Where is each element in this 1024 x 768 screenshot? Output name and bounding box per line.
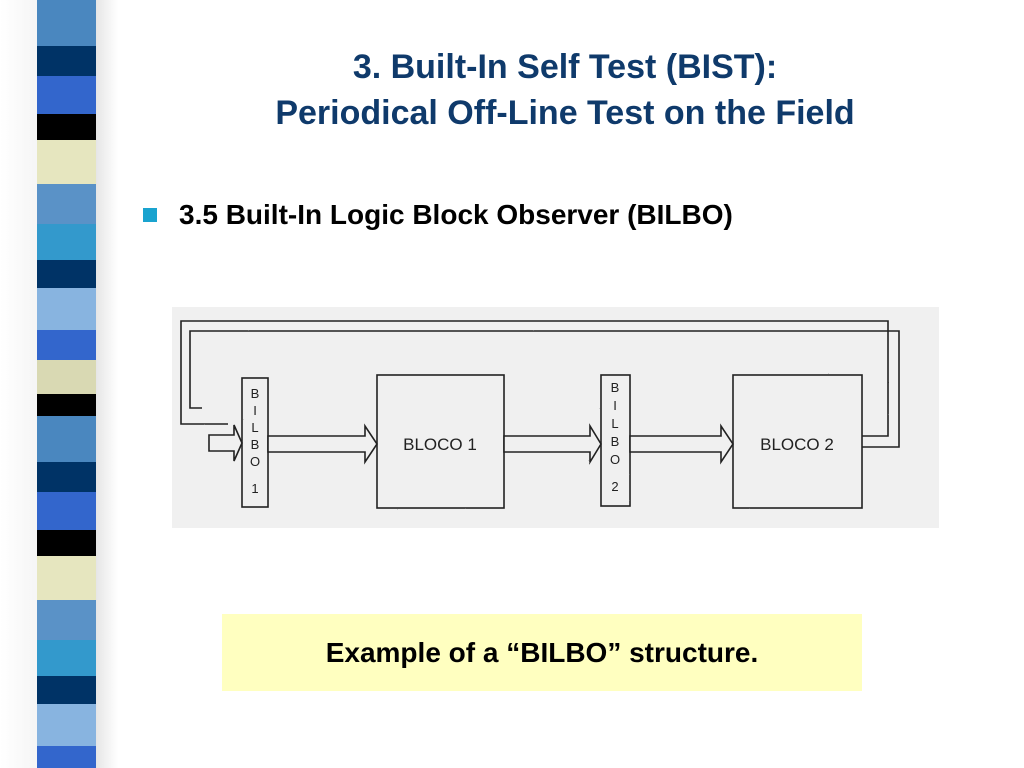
bullet-item: 3.5 Built-In Logic Block Observer (BILBO… bbox=[143, 195, 733, 235]
bilbo-1-letter: O bbox=[250, 454, 260, 469]
bloco-2-box bbox=[732, 374, 863, 509]
bilbo-2-letter: 2 bbox=[611, 479, 618, 494]
bilbo-1-letter: I bbox=[253, 403, 257, 418]
sidebar-stripe bbox=[37, 416, 96, 462]
bloco-2-label: BLOCO 2 bbox=[760, 435, 834, 454]
sidebar-stripe bbox=[37, 600, 96, 640]
caption-box: Example of a “BILBO” structure. bbox=[222, 614, 862, 691]
sidebar-stripe bbox=[37, 288, 96, 330]
title-line-2: Periodical Off-Line Test on the Field bbox=[275, 94, 855, 132]
sidebar-stripe bbox=[37, 676, 96, 704]
sidebar-stripe bbox=[37, 260, 96, 288]
sidebar-stripe bbox=[37, 492, 96, 530]
bullet-text: 3.5 Built-In Logic Block Observer (BILBO… bbox=[179, 199, 733, 230]
bilbo-1-letter: B bbox=[251, 386, 260, 401]
bilbo-1-letter: L bbox=[251, 420, 258, 435]
sidebar-stripe bbox=[37, 224, 96, 260]
sidebar-stripe bbox=[37, 114, 96, 140]
caption-text: Example of a “BILBO” structure. bbox=[325, 636, 759, 668]
sidebar-stripe bbox=[37, 140, 96, 184]
bilbo-2-letter: B bbox=[611, 434, 620, 449]
sidebar-stripe bbox=[37, 556, 96, 600]
decorative-sidebar bbox=[0, 0, 118, 768]
sidebar-stripe bbox=[37, 704, 96, 746]
sidebar-stripe bbox=[37, 530, 96, 556]
bilbo-2-letter: B bbox=[611, 380, 620, 395]
bilbo-2-letter: I bbox=[613, 398, 617, 413]
bilbo-1-letter: 1 bbox=[251, 481, 258, 496]
bilbo-1-letter: B bbox=[251, 437, 260, 452]
bilbo-2-register bbox=[600, 374, 631, 507]
square-bullet-icon bbox=[143, 208, 157, 222]
bloco-1-box bbox=[376, 374, 505, 509]
sidebar-stripe bbox=[37, 360, 96, 394]
arrow-bilbo1-to-bloco1 bbox=[267, 423, 378, 465]
sidebar-stripe bbox=[37, 184, 96, 224]
sidebar-stripe bbox=[37, 640, 96, 676]
bilbo-diagram: B I L B O 1 BLOCO 1 B I L B O 2 BLOCO 2 bbox=[172, 307, 939, 528]
arrow-bloco1-to-bilbo2 bbox=[503, 423, 602, 465]
sidebar-stripe bbox=[37, 746, 96, 768]
sidebar-stripe bbox=[37, 330, 96, 360]
slide-title: 3. Built-In Self Test (BIST): Periodical… bbox=[170, 44, 960, 136]
feedback-loop-line bbox=[180, 320, 889, 437]
arrow-loop-to-bilbo1 bbox=[208, 424, 243, 462]
bloco-1-label: BLOCO 1 bbox=[403, 435, 477, 454]
sidebar-stripe bbox=[37, 462, 96, 492]
feedback-loop-inner-line bbox=[189, 330, 900, 448]
bilbo-2-letter: L bbox=[611, 416, 618, 431]
bilbo-2-letter: O bbox=[610, 452, 620, 467]
sidebar-stripe bbox=[37, 46, 96, 76]
stripe-column bbox=[37, 0, 96, 768]
sidebar-stripe bbox=[37, 0, 96, 46]
arrow-bilbo2-to-bloco2 bbox=[629, 423, 734, 465]
title-line-1: 3. Built-In Self Test (BIST): bbox=[352, 48, 778, 86]
sidebar-stripe bbox=[37, 76, 96, 114]
sidebar-stripe bbox=[37, 394, 96, 416]
